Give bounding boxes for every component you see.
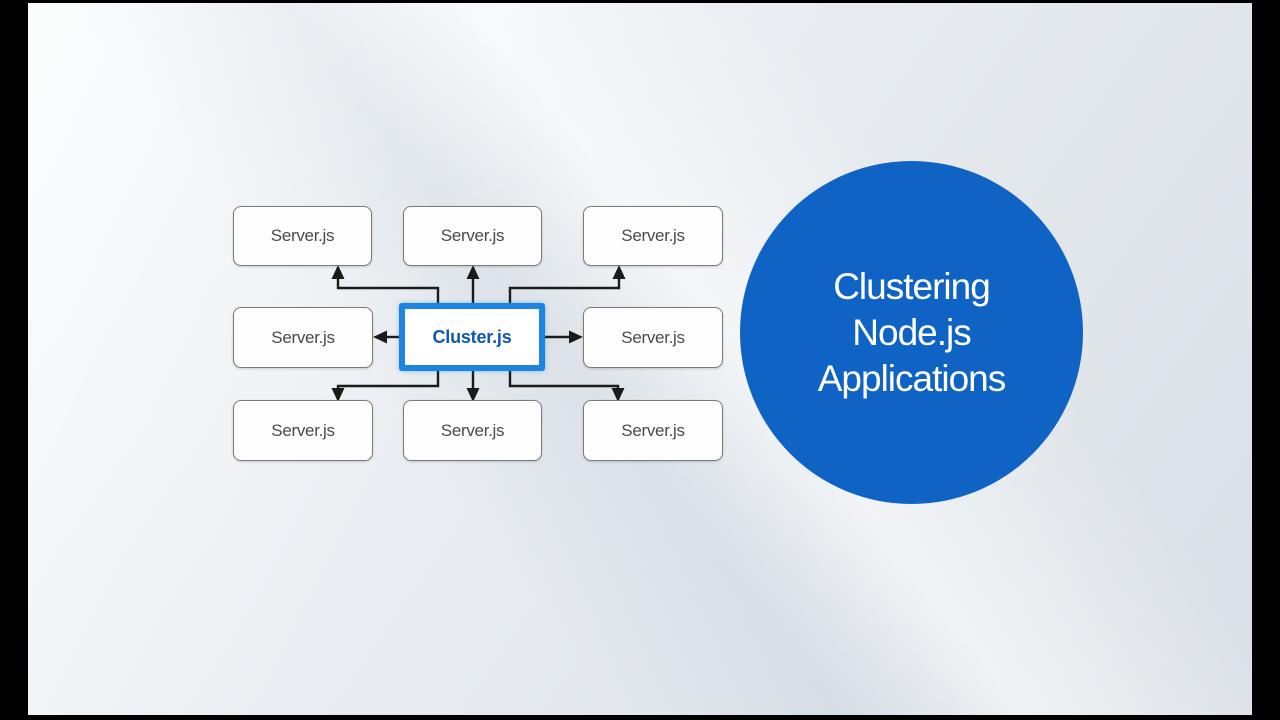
pillarbox-bar-left [0,0,28,720]
server-node-bottom-center: Server.js [403,400,542,461]
badge-line: Applications [817,357,1007,399]
server-node-top-left: Server.js [233,206,372,266]
letterbox-bar-top [0,0,1280,3]
server-node-mid-left: Server.js [233,307,373,368]
server-node-label: Server.js [621,226,685,245]
cluster-node: Cluster.js [399,303,545,371]
badge-line: Clustering [833,265,991,307]
server-node-label: Server.js [621,327,685,347]
server-node-bottom-right: Server.js [583,400,723,461]
server-node-top-right: Server.js [583,206,723,266]
server-node-label: Server.js [621,420,685,440]
server-node-label: Server.js [271,420,335,440]
server-node-label: Server.js [270,226,335,245]
letterbox-bar-bottom [0,715,1280,720]
server-node-top-center: Server.js [403,206,542,266]
title-badge-circle: Clustering Node.js Applications [740,161,1083,504]
server-node-mid-right: Server.js [583,307,723,368]
pillarbox-bar-right [1252,0,1280,720]
server-node-label: Server.js [440,226,505,245]
server-node-bottom-left: Server.js [233,400,373,461]
server-node-label: Server.js [440,420,505,440]
cluster-node-label: Cluster.js [432,326,512,347]
server-node-label: Server.js [271,327,335,347]
badge-line: Node.js [852,311,971,353]
